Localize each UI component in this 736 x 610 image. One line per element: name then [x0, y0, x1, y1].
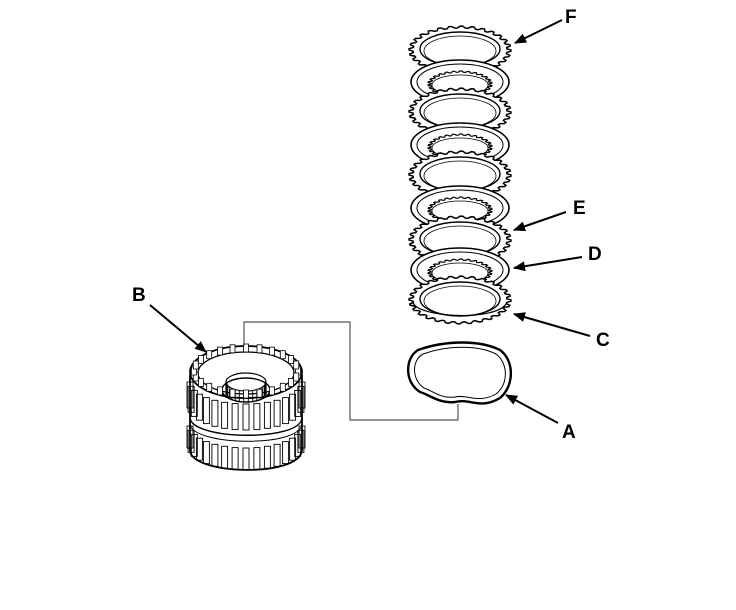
- arrow-f: [514, 19, 563, 44]
- drum-slot: [253, 403, 261, 431]
- clutch-plate: [408, 25, 512, 75]
- drum-slot: [211, 399, 219, 427]
- drum-slot: [195, 437, 203, 461]
- rim-tooth: [288, 355, 294, 364]
- drum-slot: [186, 425, 194, 449]
- drum-slot: [186, 381, 194, 409]
- label-c: C: [596, 330, 610, 351]
- drum-splines: [186, 381, 306, 471]
- rim-tooth: [198, 378, 204, 387]
- drum-slot: [289, 393, 297, 421]
- label-f: F: [565, 7, 577, 28]
- drum-slot: [298, 425, 306, 449]
- plate-edge: [412, 301, 508, 317]
- drum-slot: [297, 385, 305, 413]
- drum-slot: [221, 401, 229, 429]
- installation-path-line: [243, 321, 459, 421]
- drum-slot: [253, 447, 261, 471]
- label-b: B: [132, 285, 146, 306]
- drum-slot: [282, 397, 290, 425]
- drum-slot: [273, 443, 281, 467]
- rim-tooth: [243, 343, 249, 353]
- drum-slot: [202, 441, 210, 465]
- clutch-plate: [408, 87, 512, 137]
- rim-tooth: [243, 389, 249, 399]
- rim-tooth: [206, 382, 213, 392]
- drum-slot: [195, 393, 203, 421]
- rim-tooth: [198, 355, 204, 364]
- drum-slot: [298, 381, 306, 409]
- label-d: D: [588, 244, 602, 265]
- rim-tooth: [192, 360, 199, 370]
- arrow-e: [513, 211, 567, 232]
- drum-slot: [231, 403, 239, 431]
- drum-slot: [263, 401, 271, 429]
- drum-slot: [297, 429, 305, 453]
- rim-tooth: [293, 372, 300, 382]
- drum-rim-teeth: [191, 343, 301, 399]
- clutch-plate-stack: [408, 25, 512, 325]
- rim-tooth: [293, 360, 300, 370]
- rim-tooth: [256, 344, 263, 354]
- label-a: A: [562, 422, 576, 443]
- rim-tooth: [229, 344, 236, 354]
- rim-tooth: [269, 346, 275, 356]
- rim-tooth: [229, 388, 236, 398]
- drum-slot: [263, 445, 271, 469]
- clutch-plate: [408, 150, 512, 200]
- drum-slot: [242, 403, 250, 431]
- drum-slot: [190, 389, 198, 417]
- rim-tooth: [279, 350, 286, 360]
- drum-slot: [221, 445, 229, 469]
- clutch-drum: [186, 343, 306, 471]
- drum-slot: [231, 447, 239, 471]
- rim-tooth: [217, 346, 223, 356]
- rim-tooth: [279, 382, 286, 392]
- drum-slot: [282, 441, 290, 465]
- rim-tooth: [269, 386, 275, 396]
- rim-tooth: [288, 378, 294, 387]
- arrow-a: [505, 394, 559, 424]
- label-e: E: [573, 198, 586, 219]
- rim-tooth: [217, 386, 223, 396]
- arrow-c: [513, 312, 591, 337]
- drum-slot: [289, 437, 297, 461]
- drum-slot: [202, 397, 210, 425]
- drum-slot: [273, 399, 281, 427]
- drum-slot: [190, 433, 198, 457]
- o-ring: [406, 341, 513, 405]
- rim-tooth: [206, 350, 213, 360]
- rim-tooth: [256, 388, 263, 398]
- arrow-d: [513, 256, 583, 272]
- drum-slot: [242, 447, 250, 471]
- drum-slot: [211, 443, 219, 467]
- arrow-b: [149, 304, 207, 353]
